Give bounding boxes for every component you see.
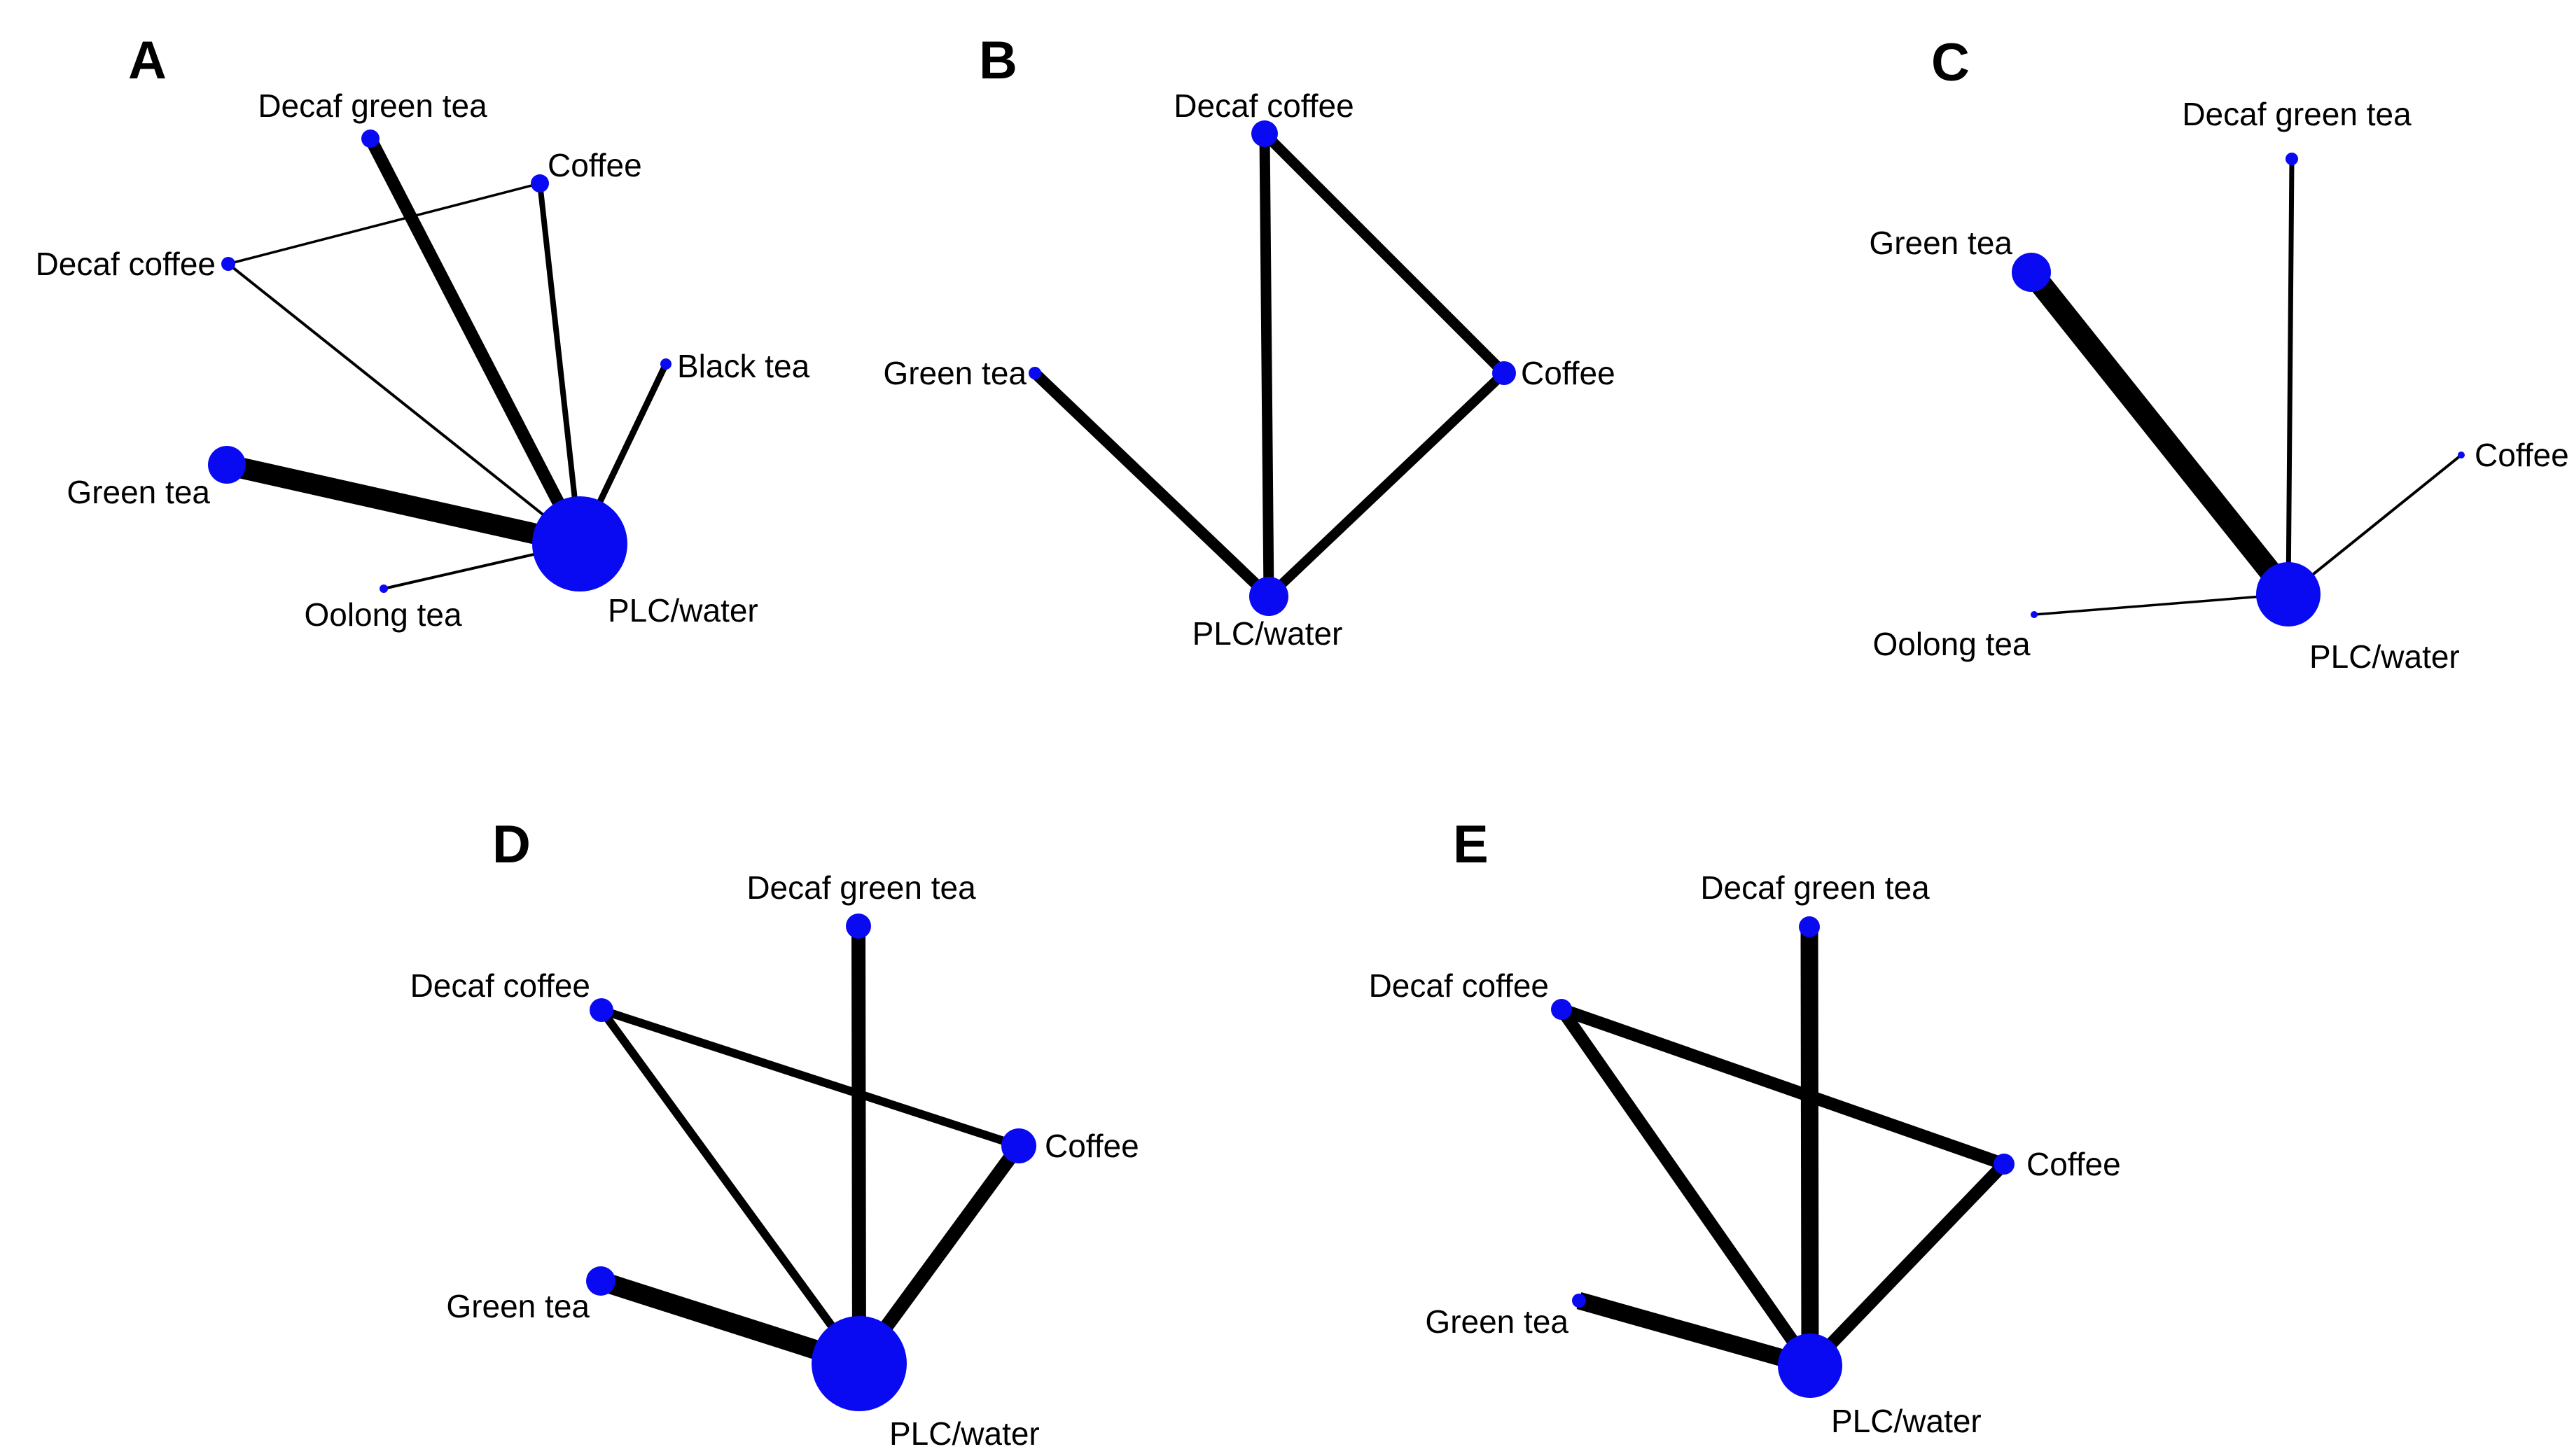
node-label-plc-water: PLC/water [608, 592, 758, 629]
node-oolong-tea-marker [2031, 611, 2038, 618]
node-plc-water-marker [812, 1316, 907, 1411]
panel-letter-E: E [1453, 815, 1489, 874]
node-label-plc-water: PLC/water [1831, 1403, 1982, 1439]
node-green-tea-marker [1029, 367, 1041, 379]
edge-decaf-coffee--plc-water [1556, 1005, 1816, 1370]
edge-green-tea--plc-water [1031, 369, 1273, 601]
edge-green-tea--plc-water [1576, 1292, 1813, 1375]
edge-decaf-coffee--plc-water [1259, 133, 1274, 597]
panel-letter-C: C [1931, 33, 1970, 92]
node-label-decaf-green-tea: Decaf green tea [2182, 96, 2412, 132]
edge-decaf-coffee--coffee [1260, 130, 1508, 377]
edge-coffee--plc-water [2287, 454, 2463, 596]
node-decaf-green-tea-marker [1799, 916, 1820, 937]
edge-oolong-tea--plc-water [2033, 593, 2289, 616]
node-coffee-marker [1001, 1128, 1036, 1163]
node-coffee-marker [2458, 451, 2465, 458]
panel-letter-B: B [979, 31, 1017, 90]
edge-green-tea--plc-water [224, 454, 583, 554]
edge-decaf-coffee--coffee [228, 182, 541, 265]
node-oolong-tea-marker [380, 584, 388, 593]
node-decaf-green-tea-marker [361, 130, 380, 148]
node-label-coffee: Coffee [1045, 1128, 1139, 1164]
node-label-coffee: Coffee [2026, 1146, 2121, 1182]
node-plc-water-marker [532, 496, 627, 592]
node-green-tea-marker [1572, 1294, 1586, 1308]
edge-coffee--plc-water [1265, 369, 1508, 601]
edge-coffee--plc-water [537, 183, 583, 545]
panel-letter-A: A [128, 31, 167, 90]
edge-decaf-green-tea--plc-water [1800, 926, 1819, 1366]
node-label-decaf-coffee: Decaf coffee [36, 246, 216, 282]
node-black-tea-marker [660, 358, 672, 370]
node-label-black-tea: Black tea [677, 348, 810, 384]
node-coffee-marker [531, 174, 549, 192]
edge-decaf-green-tea--plc-water [365, 135, 585, 547]
node-label-green-tea: Green tea [1869, 225, 2012, 261]
edge-decaf-green-tea--plc-water [2286, 158, 2295, 595]
node-label-decaf-coffee: Decaf coffee [1174, 88, 1354, 124]
node-decaf-coffee-marker [1551, 999, 1572, 1020]
node-label-decaf-green-tea: Decaf green tea [746, 869, 976, 906]
node-plc-water-marker [1249, 577, 1288, 616]
edge-decaf-coffee--plc-water [598, 1007, 863, 1366]
node-label-plc-water: PLC/water [1192, 615, 1343, 652]
node-decaf-green-tea-marker [846, 913, 871, 939]
node-label-green-tea: Green tea [1425, 1303, 1568, 1340]
edge-decaf-coffee--plc-water [227, 262, 581, 545]
edge-decaf-coffee--coffee [1559, 1003, 2006, 1170]
node-green-tea-marker [208, 446, 246, 484]
node-decaf-coffee-marker [1251, 120, 1278, 147]
edge-decaf-coffee--coffee [600, 1006, 1020, 1150]
node-label-decaf-coffee: Decaf coffee [1369, 967, 1549, 1004]
node-label-decaf-green-tea: Decaf green tea [1700, 869, 1930, 906]
node-coffee-marker [1492, 361, 1516, 385]
node-label-green-tea: Green tea [67, 474, 210, 510]
node-green-tea-marker [2012, 253, 2051, 292]
panel-letter-D: D [492, 815, 531, 874]
node-label-decaf-coffee: Decaf coffee [410, 967, 590, 1004]
node-label-oolong-tea: Oolong tea [1872, 626, 2030, 662]
edge-coffee--plc-water [1805, 1159, 2009, 1371]
node-label-green-tea: Green tea [446, 1288, 590, 1324]
node-green-tea-marker [586, 1266, 615, 1296]
node-label-coffee: Coffee [2475, 437, 2569, 473]
node-decaf-green-tea-marker [2286, 153, 2298, 165]
node-label-oolong-tea: Oolong tea [304, 596, 461, 633]
edge-decaf-green-tea--plc-water [851, 925, 866, 1364]
node-label-plc-water: PLC/water [2309, 638, 2460, 675]
node-decaf-coffee-marker [590, 998, 613, 1022]
node-label-decaf-green-tea: Decaf green tea [258, 88, 487, 124]
node-label-coffee: Coffee [1521, 355, 1615, 391]
node-label-green-tea: Green tea [883, 355, 1027, 391]
node-decaf-coffee-marker [221, 257, 235, 271]
node-coffee-marker [1994, 1154, 2015, 1175]
edge-green-tea--plc-water [2022, 265, 2297, 601]
node-plc-water-marker [2256, 562, 2321, 626]
node-plc-water-marker [1778, 1334, 1842, 1398]
node-label-plc-water: PLC/water [889, 1415, 1040, 1452]
node-label-coffee: Coffee [548, 147, 642, 183]
